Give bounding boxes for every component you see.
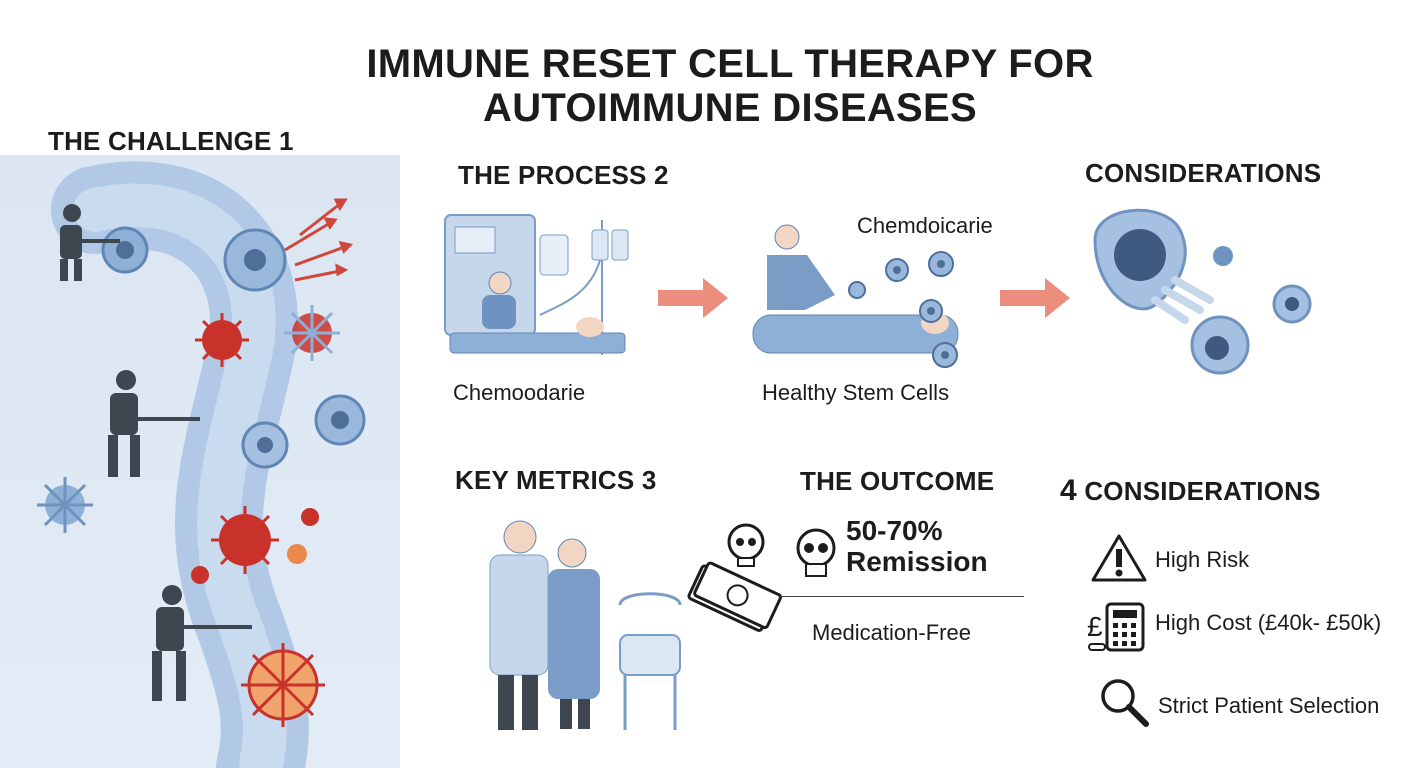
soldier-figure <box>152 585 252 701</box>
magnifier-icon <box>1101 679 1149 727</box>
remission-label: Remission <box>846 546 988 577</box>
warning-icon <box>1091 534 1147 582</box>
remission-stat: 50-70% Remission <box>846 515 988 577</box>
svg-text:£: £ <box>1087 611 1103 642</box>
process-step2-caption: Chemdoicarie <box>857 213 993 238</box>
soldier-figure <box>108 370 200 477</box>
immune-cell <box>314 394 366 446</box>
skull-icon <box>727 523 765 567</box>
process-step2-label: Healthy Stem Cells <box>762 380 950 405</box>
soldier-figure <box>60 204 120 281</box>
stem-cell-icon <box>919 299 943 323</box>
virus-icon <box>301 508 319 526</box>
outcome-divider <box>780 596 1024 597</box>
virus-icon <box>191 566 209 584</box>
cell-division-illustration <box>1093 208 1312 375</box>
consideration-item-label: High Cost (£40k- £50k) <box>1155 610 1382 635</box>
consideration-item-label: Strict Patient Selection <box>1158 693 1380 718</box>
virus-icon <box>241 643 325 727</box>
considerations-title: CONSIDERATIONS <box>1084 476 1321 506</box>
remission-percent: 50-70% <box>846 515 943 546</box>
arrow-icon <box>658 278 728 318</box>
attack-arrows <box>284 198 353 282</box>
considerations-list-heading: 4 CONSIDERATIONS <box>1060 474 1321 508</box>
virus-icon <box>195 313 249 367</box>
process-step1-label: Chemoodarie <box>453 380 586 405</box>
title-line-1: IMMUNE RESET CELL THERAPY FOR <box>366 42 1094 86</box>
chemotherapy-illustration <box>444 214 629 355</box>
consideration-item-label: High Risk <box>1155 547 1250 572</box>
immune-cell <box>241 421 289 469</box>
virus-icon <box>37 477 93 533</box>
immune-cell <box>101 226 149 274</box>
considerations-top-heading: CONSIDERATIONS <box>1085 158 1322 188</box>
page-title: IMMUNE RESET CELL THERAPY FOR AUTOIMMUNE… <box>300 42 1160 130</box>
stem-cell-icon <box>928 251 954 277</box>
doctors-illustration <box>489 520 682 730</box>
money-icon <box>687 523 782 632</box>
challenge-heading: THE CHALLENGE 1 <box>48 126 294 156</box>
virus-icon <box>284 305 340 361</box>
stem-cell-icon <box>848 281 866 299</box>
considerations-number: 4 <box>1060 474 1077 507</box>
immune-cell <box>223 228 287 292</box>
medication-free-label: Medication-Free <box>812 620 971 645</box>
virus-icon <box>211 506 279 574</box>
key-metrics-heading: KEY METRICS 3 <box>455 465 657 495</box>
stem-cell-icon <box>885 258 909 282</box>
outcome-heading: THE OUTCOME <box>800 466 995 496</box>
calculator-icon: £ <box>1087 602 1145 652</box>
challenge-illustration <box>37 161 366 768</box>
arrow-icon <box>1000 278 1070 318</box>
stem-cell-transfusion-illustration <box>752 224 959 368</box>
skull-icon <box>796 528 836 577</box>
title-line-2: AUTOIMMUNE DISEASES <box>483 86 977 130</box>
process-heading: THE PROCESS 2 <box>458 160 669 190</box>
stem-cell-icon <box>932 342 958 368</box>
virus-icon <box>287 544 307 564</box>
